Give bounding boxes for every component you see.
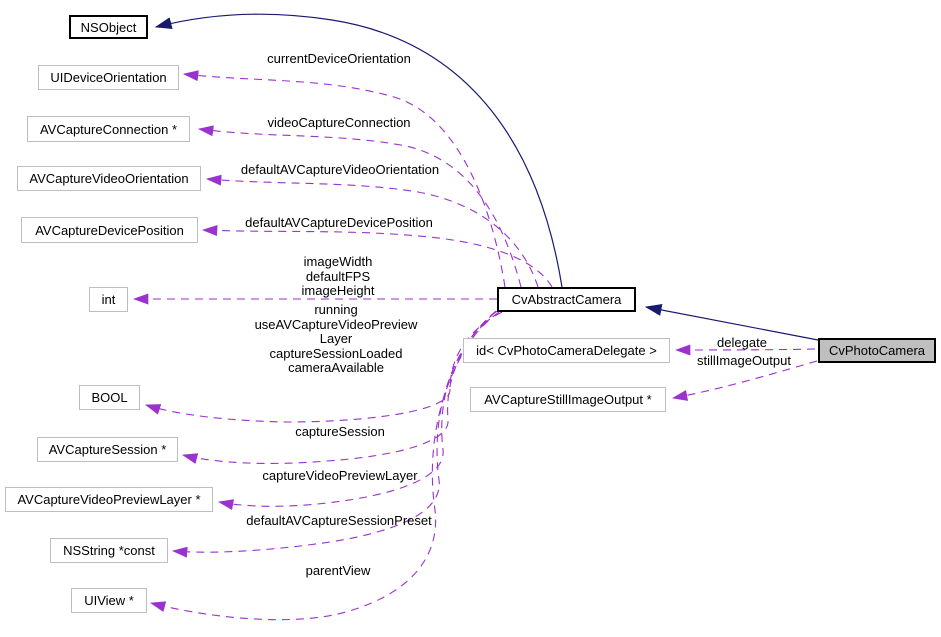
edge-usage-bool-members xyxy=(144,311,503,423)
node-nsstring-const[interactable]: NSString *const xyxy=(50,538,168,563)
edge-usage-defaultAVCaptureDevicePosition xyxy=(201,225,553,288)
edge-label-still-image-output: stillImageOutput xyxy=(697,353,791,368)
node-bool[interactable]: BOOL xyxy=(79,385,140,410)
edge-usage-currentDeviceOrientation xyxy=(182,70,506,288)
edge-label-delegate: delegate xyxy=(717,335,767,350)
node-cv-photo-camera: CvPhotoCamera xyxy=(818,338,936,363)
edge-label-parent-view: parentView xyxy=(305,563,371,578)
edge-label-line: Layer xyxy=(319,331,353,346)
node-avcapture-video-preview-layer[interactable]: AVCaptureVideoPreviewLayer * xyxy=(5,487,213,512)
edge-inherit-abstractcamera-nsobject xyxy=(154,13,563,288)
edge-label-line: imageWidth xyxy=(303,254,373,269)
node-uiview[interactable]: UIView * xyxy=(71,588,147,613)
edge-usage-defaultAVCaptureVideoOrientation xyxy=(205,174,539,288)
edge-usage-delegate xyxy=(674,344,816,356)
edge-label-capture-video-preview-layer: captureVideoPreviewLayer xyxy=(262,468,418,483)
node-avcapture-connection[interactable]: AVCaptureConnection * xyxy=(27,116,190,142)
edge-label-line: defaultFPS xyxy=(305,268,371,284)
edge-label-default-avcapture-session-preset: defaultAVCaptureSessionPreset xyxy=(246,513,432,528)
node-cv-photo-camera-delegate[interactable]: id< CvPhotoCameraDelegate > xyxy=(463,338,670,363)
edge-label-capture-session: captureSession xyxy=(295,424,385,439)
node-uidevice-orientation[interactable]: UIDeviceOrientation xyxy=(38,65,179,90)
edge-label-line: running xyxy=(314,302,358,317)
edge-inherit-photocamera-abstractcamera xyxy=(644,304,819,341)
edge-label-bool-members: running useAVCaptureVideoPreview Layer c… xyxy=(254,302,418,376)
node-avcapture-device-position[interactable]: AVCaptureDevicePosition xyxy=(21,217,198,243)
node-int[interactable]: int xyxy=(89,287,128,312)
edge-label-default-avcapture-device-position: defaultAVCaptureDevicePosition xyxy=(245,215,433,230)
node-avcapture-video-orientation[interactable]: AVCaptureVideoOrientation xyxy=(17,166,201,191)
edge-label-line: imageHeight xyxy=(301,283,375,298)
edge-label-int-members: imageWidth defaultFPS imageHeight xyxy=(301,254,375,299)
edge-label-line: cameraAvailable xyxy=(288,360,384,375)
edge-label-current-device-orientation: currentDeviceOrientation xyxy=(267,51,411,66)
edge-usage-parentView xyxy=(149,311,496,621)
node-nsobject[interactable]: NSObject xyxy=(69,15,148,39)
node-avcapture-session[interactable]: AVCaptureSession * xyxy=(37,437,178,462)
node-cv-abstract-camera[interactable]: CvAbstractCamera xyxy=(497,287,636,312)
edge-label-line: useAVCaptureVideoPreview xyxy=(254,316,418,332)
edge-label-video-capture-connection: videoCaptureConnection xyxy=(267,115,411,130)
edge-label-line: captureSessionLoaded xyxy=(269,345,403,361)
edge-label-default-avcapture-video-orientation: defaultAVCaptureVideoOrientation xyxy=(240,162,440,177)
edge-usage-videoCaptureConnection xyxy=(197,125,522,288)
node-avcapture-still-image-output[interactable]: AVCaptureStillImageOutput * xyxy=(470,387,666,412)
edge-usage-defaultAVCaptureSessionPreset xyxy=(171,310,497,558)
edge-usage-stillImageOutput xyxy=(671,360,818,401)
